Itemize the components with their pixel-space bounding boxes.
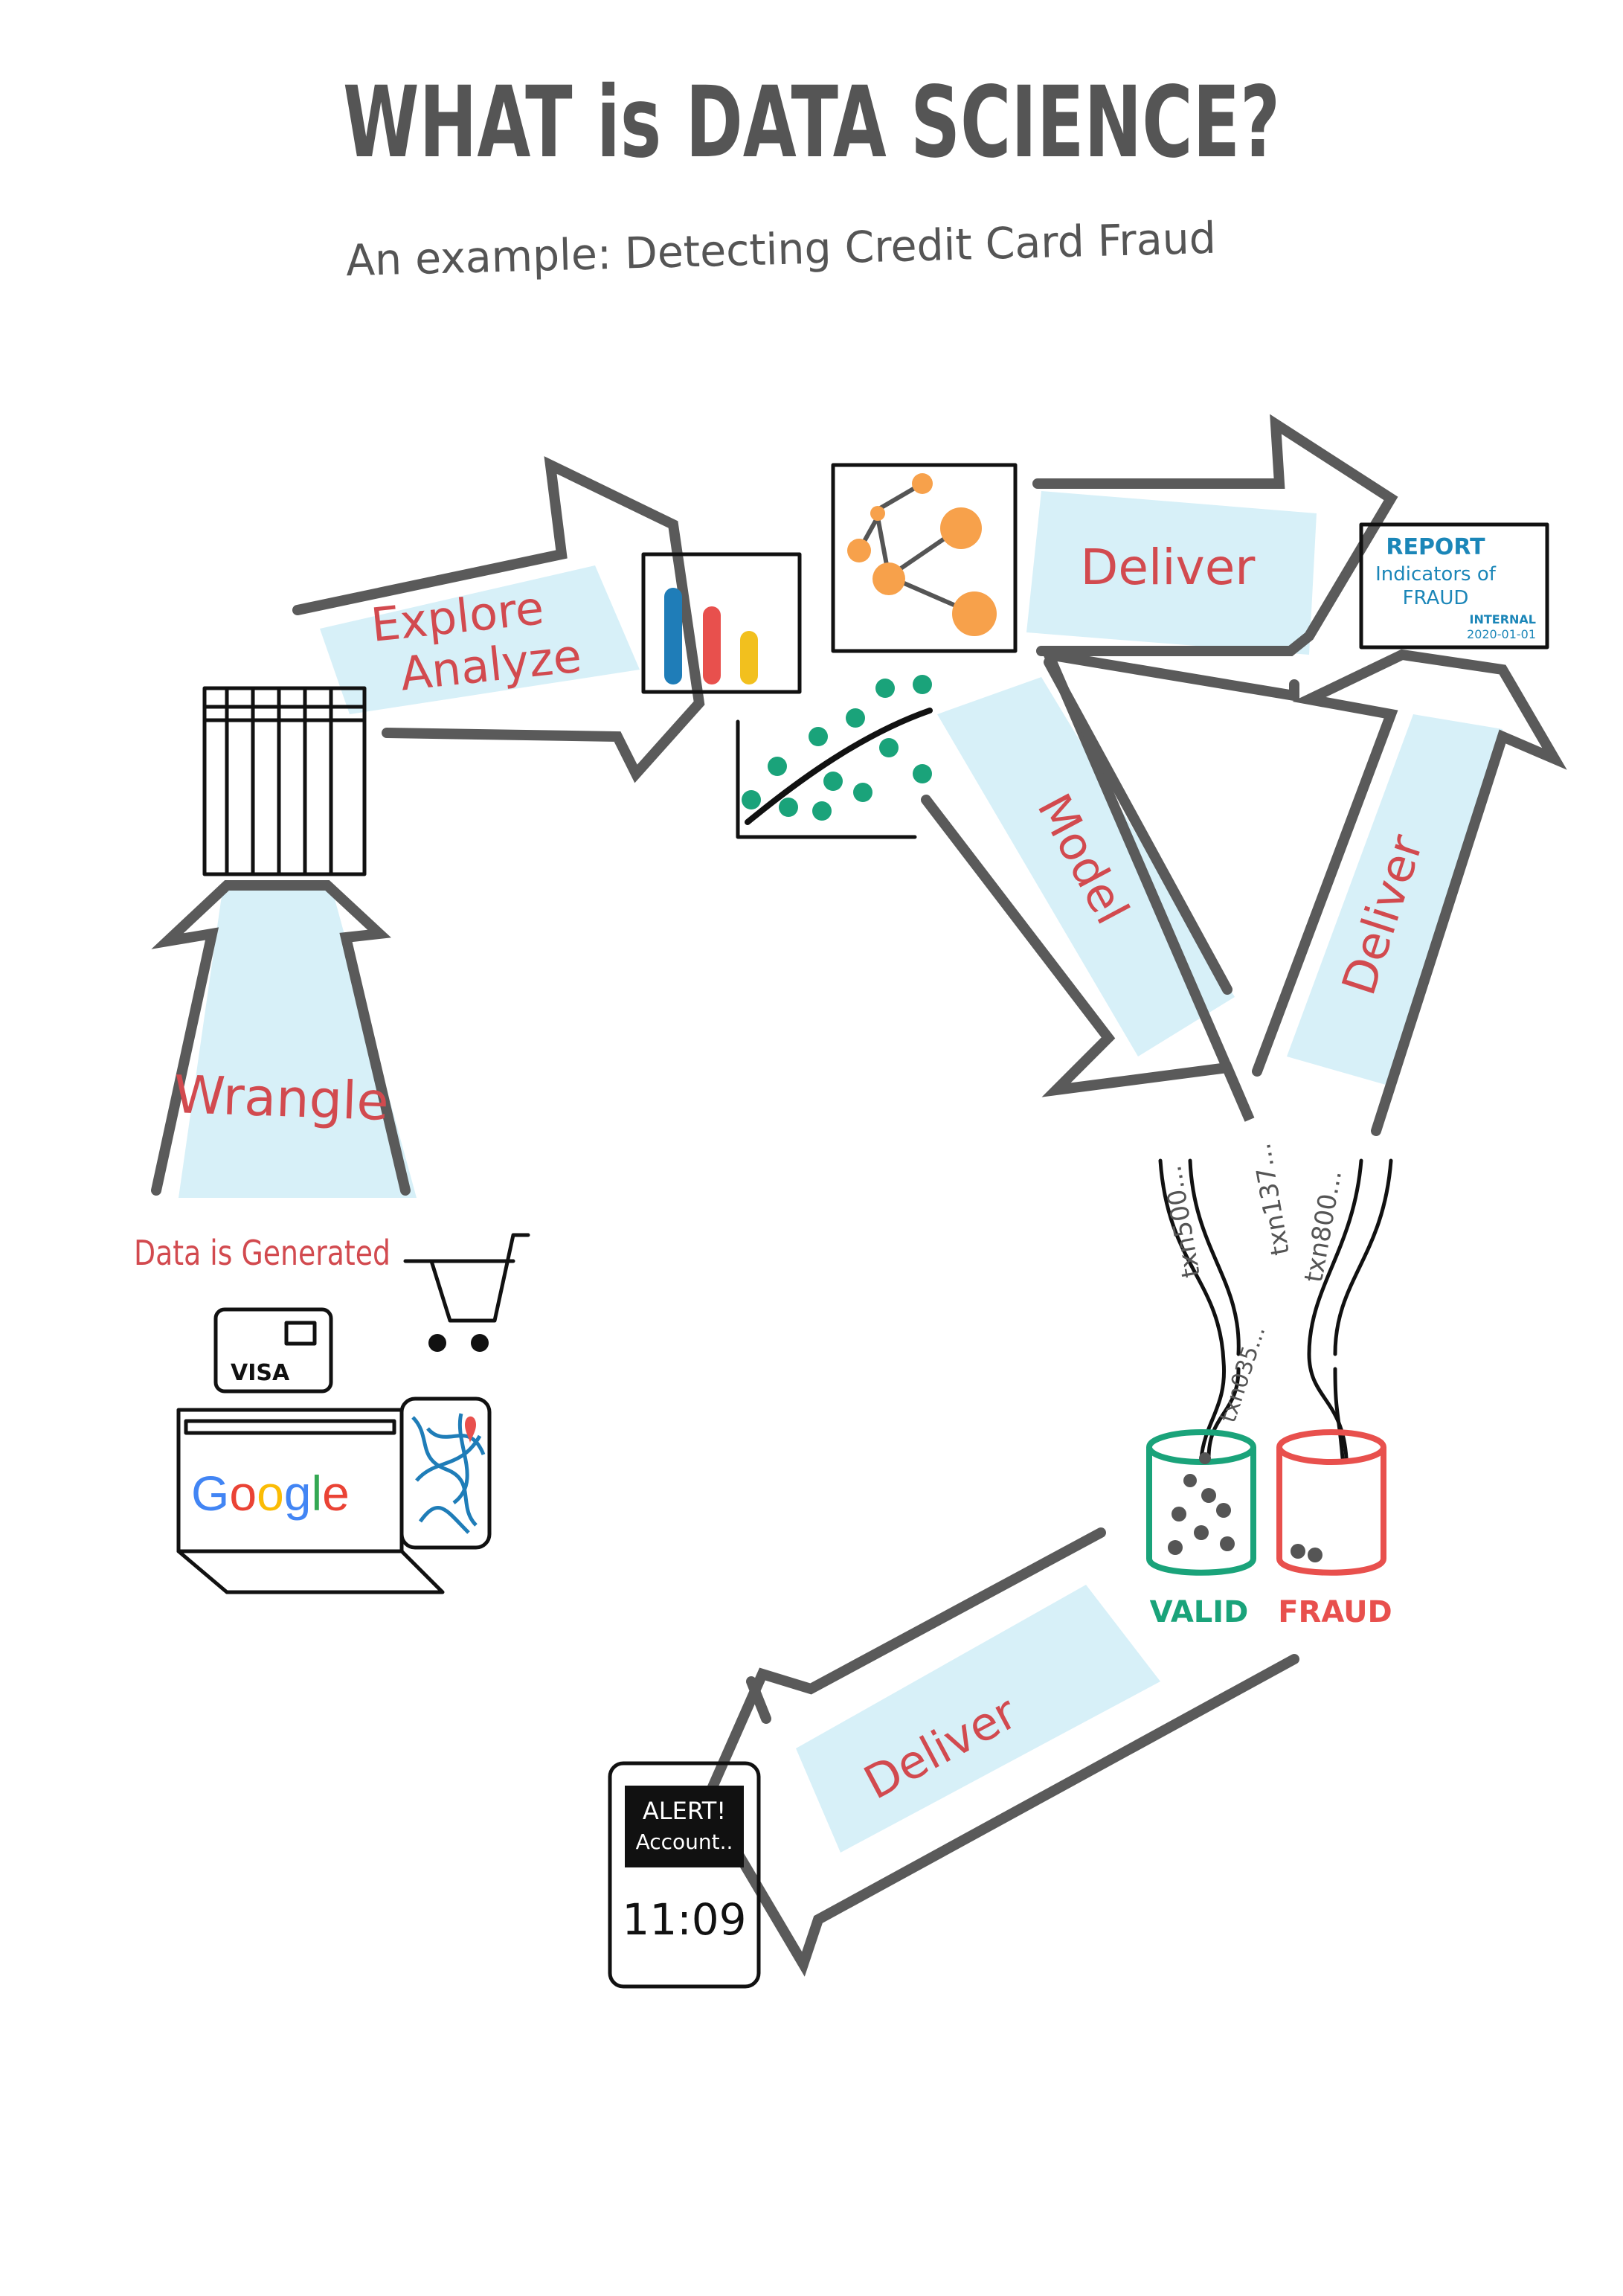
page-title: WHAT is DATA SCIENCE? (343, 65, 1280, 180)
explore-highlight (320, 565, 640, 714)
google-logo: Google (191, 1466, 350, 1521)
step-wrangle: Wrangle (173, 1064, 390, 1132)
scatter-plot-icon (736, 675, 933, 839)
google-letter: l (312, 1466, 323, 1521)
report-title: REPORT (1386, 534, 1485, 560)
model-arrow-inner (1044, 657, 1232, 995)
txn-label-2: txn137... (1247, 1141, 1296, 1257)
alert-line2: Account.. (636, 1830, 733, 1854)
deliver-right-arrow (1252, 649, 1567, 1136)
fraud-bucket (1276, 1429, 1386, 1576)
report-internal: INTERNAL (1470, 612, 1536, 626)
bar-chart-icon (641, 552, 802, 694)
google-letter: g (284, 1466, 312, 1521)
network-graph-icon (831, 463, 1018, 653)
phone-map-icon (399, 1396, 492, 1550)
fraud-label: FRAUD (1278, 1595, 1392, 1629)
report-line1: Indicators of (1375, 563, 1497, 586)
model-arrow (921, 647, 1299, 1122)
shopping-cart-icon (403, 1233, 530, 1352)
model-highlight (937, 677, 1235, 1056)
deliver-alert-arrow-left (746, 1676, 771, 1724)
data-generated-label: Data is Generated (134, 1233, 391, 1273)
deliver-alert-highlight (796, 1585, 1160, 1853)
explore-arrow (292, 456, 705, 783)
alert-time: 11:09 (622, 1894, 746, 1945)
google-wordmark: Google (191, 1466, 350, 1521)
txn-label-3: txn800... (1299, 1168, 1348, 1285)
transaction-streams (1158, 1158, 1393, 1460)
valid-bucket (1146, 1429, 1256, 1576)
visa-label: VISA (231, 1360, 290, 1386)
step-deliver-report: Deliver (1081, 539, 1256, 596)
google-letter: o (229, 1466, 257, 1521)
deliver-report-arrow (1032, 414, 1398, 656)
deliver-right-highlight (1287, 714, 1503, 1086)
report-line2: FRAUD (1403, 587, 1469, 609)
valid-label: VALID (1150, 1595, 1249, 1629)
google-letter: o (257, 1466, 284, 1521)
wrangle-arrow (151, 880, 411, 1196)
credit-card-icon: VISA (213, 1307, 333, 1394)
alert-line1: ALERT! (643, 1797, 726, 1825)
report-date: 2020-01-01 (1467, 627, 1536, 641)
google-letter: e (322, 1466, 350, 1521)
data-table-icon (202, 686, 367, 876)
google-letter: G (191, 1466, 229, 1521)
report-card: REPORT Indicators of FRAUD INTERNAL 2020… (1359, 522, 1549, 650)
wrangle-highlight (179, 885, 417, 1198)
page-subtitle: An example: Detecting Credit Card Fraud (345, 213, 1216, 286)
deliver-report-highlight (1026, 491, 1317, 655)
alert-phone: ALERT! Account.. 11:09 (608, 1761, 761, 1989)
